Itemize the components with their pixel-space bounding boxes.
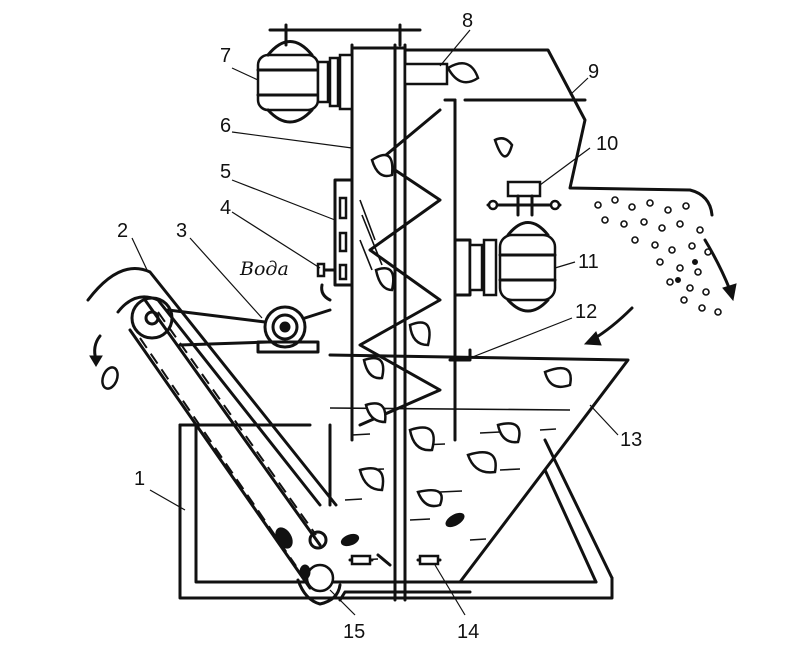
label-4: 4 bbox=[220, 197, 231, 219]
label-12: 12 bbox=[575, 301, 597, 323]
screw-column bbox=[316, 43, 472, 602]
conveyor bbox=[86, 267, 465, 606]
side-motor bbox=[453, 221, 557, 313]
label-13: 13 bbox=[620, 429, 642, 451]
label-14: 14 bbox=[457, 621, 479, 643]
label-6: 6 bbox=[220, 115, 231, 137]
label-5: 5 bbox=[220, 161, 231, 183]
output-granules bbox=[594, 196, 722, 316]
label-10: 10 bbox=[596, 133, 618, 155]
label-11: 11 bbox=[578, 251, 599, 273]
leader-lines bbox=[131, 29, 619, 616]
label-9: 9 bbox=[588, 61, 599, 83]
top-motor bbox=[256, 23, 422, 124]
label-8: 8 bbox=[462, 10, 473, 32]
label-1: 1 bbox=[134, 468, 145, 490]
separator-drive bbox=[486, 180, 562, 217]
label-2: 2 bbox=[117, 220, 128, 242]
leaves bbox=[358, 62, 572, 508]
conveyor-drive bbox=[166, 305, 332, 354]
label-7: 7 bbox=[220, 45, 231, 67]
flow-arrow-out bbox=[703, 238, 737, 302]
label-water: Вода bbox=[239, 258, 289, 280]
flow-arrow-in bbox=[583, 306, 634, 346]
label-3: 3 bbox=[176, 220, 187, 242]
top-housing bbox=[403, 48, 714, 217]
label-15: 15 bbox=[343, 621, 365, 643]
